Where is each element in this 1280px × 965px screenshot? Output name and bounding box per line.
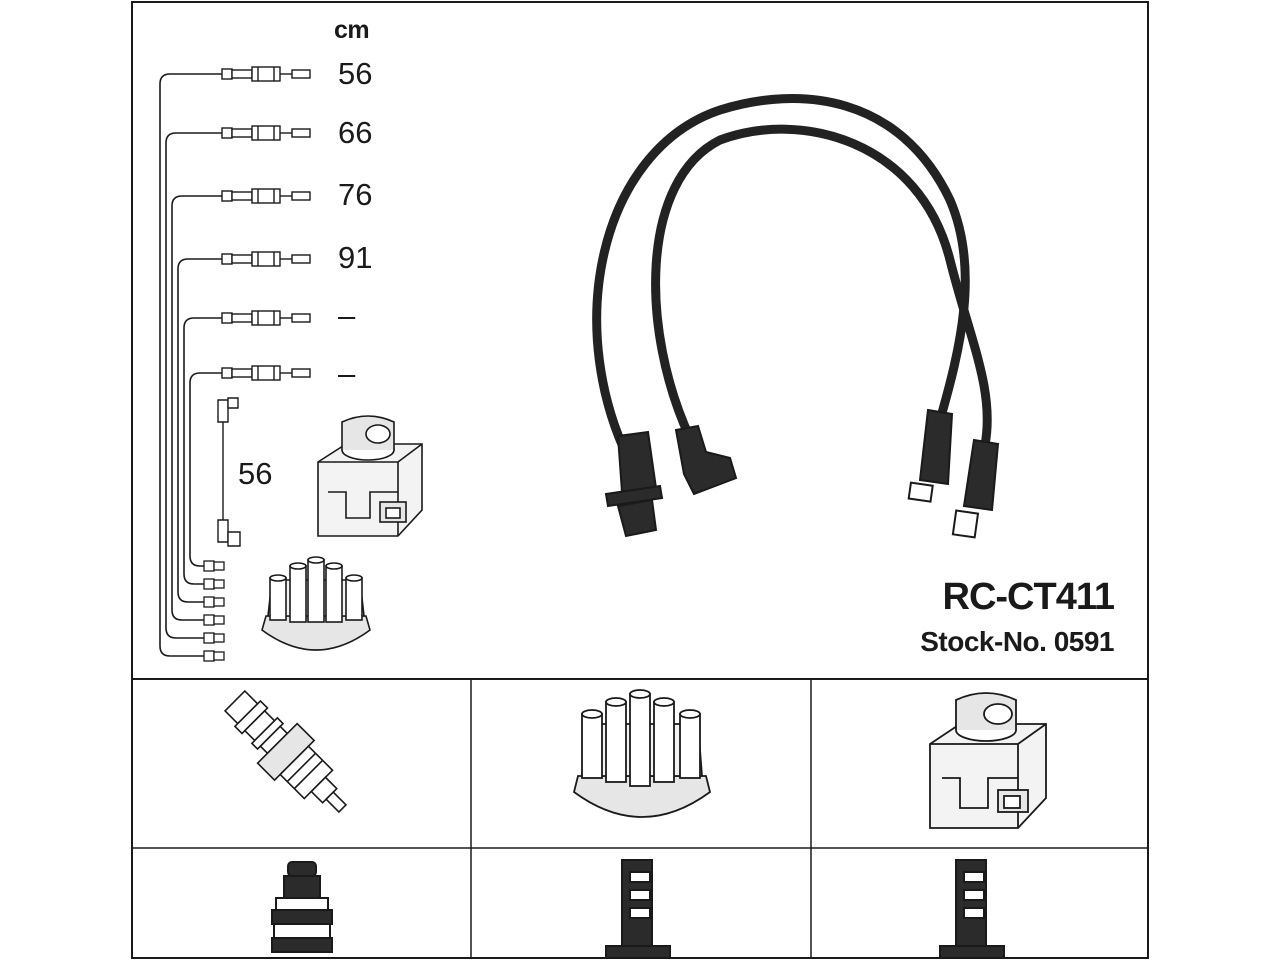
spark-plug-icon (223, 689, 348, 814)
ignition-coil-icon (929, 692, 1047, 829)
product-model: RC-CT411 (942, 576, 1115, 618)
cable-set-illustration (592, 94, 992, 475)
cable-length-label: 91 (338, 240, 373, 275)
cable-bundle-schematic (159, 73, 222, 657)
cable-terminal (221, 66, 311, 82)
ignition-coil-icon (317, 415, 423, 537)
coil-terminal-icon (939, 859, 1005, 959)
stock-number: Stock-No. 0591 (920, 626, 1114, 657)
cable-terminal (221, 310, 311, 326)
cable-length-label: 66 (338, 115, 373, 150)
distributor-end-connectors (203, 560, 225, 662)
distributor-cap-icon (261, 556, 371, 651)
cable-length-label: – (338, 356, 356, 391)
cable-length-label: 76 (338, 177, 373, 212)
cable-terminal (221, 188, 311, 204)
cable-terminals (221, 66, 311, 381)
cable-length-label: – (338, 298, 356, 333)
cable-terminal (221, 251, 311, 267)
cable-terminal (221, 125, 311, 141)
coil-cable-length-label: 56 (238, 456, 273, 491)
plug-boot-connector-icon (271, 861, 333, 953)
cable-terminal (221, 365, 311, 381)
distributor-cap-icon (572, 689, 712, 818)
distributor-terminal-icon (605, 859, 671, 959)
coil-cable-schematic (217, 397, 241, 547)
cable-set-boots (604, 408, 1000, 539)
cable-length-label: 56 (338, 56, 373, 91)
length-unit-label: cm (334, 16, 370, 44)
